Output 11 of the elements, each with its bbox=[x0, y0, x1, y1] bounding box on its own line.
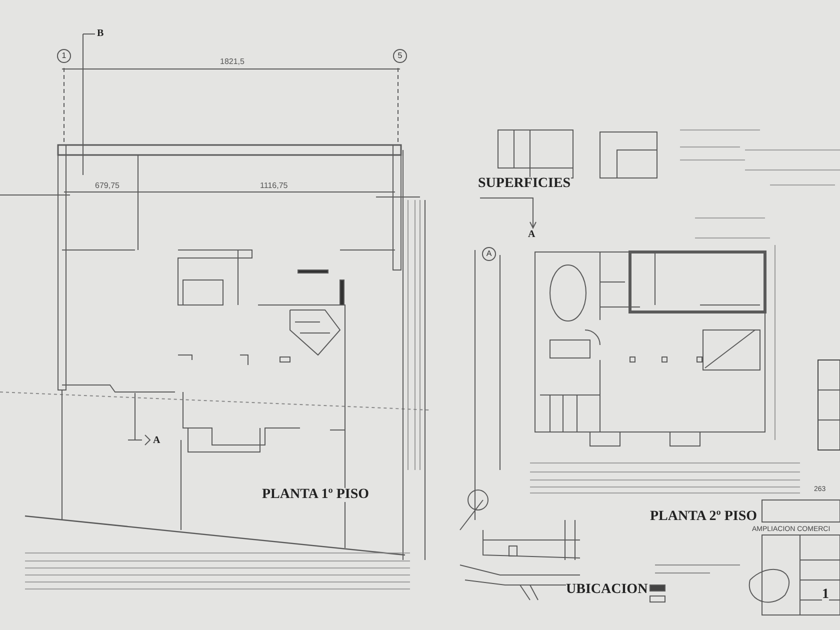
grid-bubble: A bbox=[482, 247, 496, 261]
section-mark: A bbox=[528, 230, 536, 240]
section-mark: A bbox=[153, 436, 160, 446]
plan-title: PLANTA 1º PISO bbox=[262, 488, 370, 502]
grid-bubble: 1 bbox=[57, 49, 71, 63]
grid-bubble: 5 bbox=[393, 49, 407, 63]
dimension-text: 1821,5 bbox=[220, 58, 244, 66]
dimension-text: 1116,75 bbox=[260, 182, 288, 190]
section-mark: B bbox=[97, 29, 104, 39]
dimension-text: 679,75 bbox=[95, 182, 120, 190]
sheet-number: 1 bbox=[822, 588, 829, 602]
